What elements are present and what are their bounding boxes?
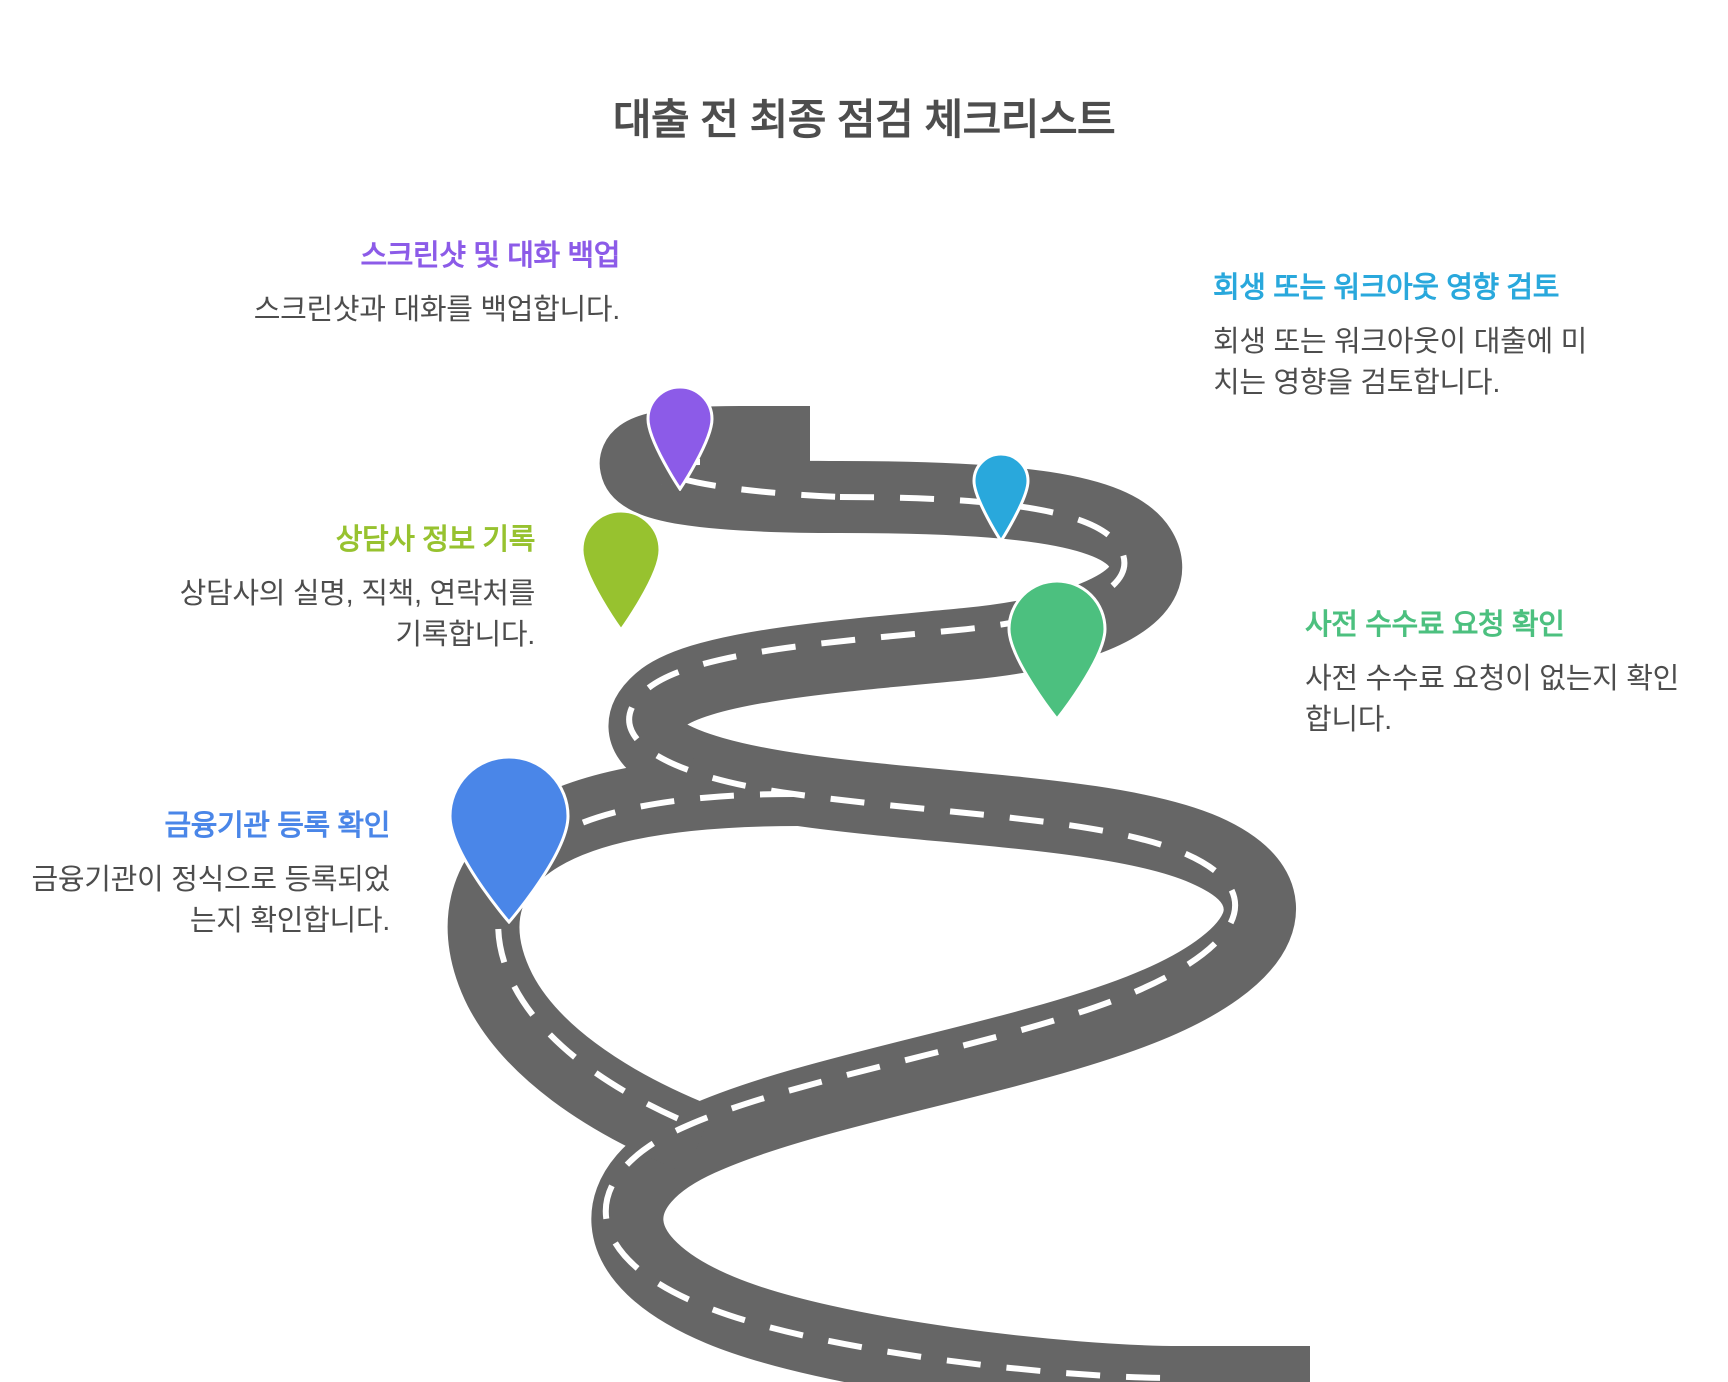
step-block-counselor-record: 상담사 정보 기록 상담사의 실명, 직책, 연락처를 기록합니다.: [155, 522, 536, 656]
pin-green-emerald-shape: [1007, 579, 1107, 721]
pin-purple[interactable]: [644, 379, 716, 491]
step-block-institution-registration: 금융기관 등록 확인 금융기관이 정식으로 등록되었는지 확인합니다.: [10, 808, 391, 942]
step-body-counselor-record: 상담사의 실명, 직책, 연락처를 기록합니다.: [179, 577, 536, 651]
pin-green-olive-shape: [580, 509, 662, 632]
pin-cyan-shape: [972, 452, 1030, 543]
road-center-dash-main: [602, 494, 1239, 1381]
step-block-rehabilitation-review: 회생 또는 워크아웃 영향 검토 회생 또는 워크아웃이 대출에 미치는 영향을…: [1213, 270, 1588, 404]
pin-cyan[interactable]: [971, 447, 1031, 543]
step-heading-upfront-fee-check: 사전 수수료 요청 확인: [1305, 609, 1565, 641]
road-surface-lower-left: [447, 754, 801, 1174]
pin-blue-shape: [448, 755, 570, 924]
step-block-upfront-fee-check: 사전 수수료 요청 확인 사전 수수료 요청이 없는지 확인합니다.: [1305, 607, 1685, 741]
step-body-rehabilitation-review: 회생 또는 워크아웃이 대출에 미치는 영향을 검토합니다.: [1213, 325, 1587, 399]
pin-green-emerald[interactable]: [1005, 575, 1109, 721]
step-heading-screenshot-backup: 스크린샷 및 대화 백업: [360, 240, 621, 272]
step-heading-institution-registration: 금융기관 등록 확인: [164, 810, 390, 842]
step-body-screenshot-backup: 스크린샷과 대화를 백업합니다.: [253, 293, 621, 326]
step-block-screenshot-backup: 스크린샷 및 대화 백업 스크린샷과 대화를 백업합니다.: [190, 238, 621, 331]
step-heading-counselor-record: 상담사 정보 기록: [335, 524, 536, 556]
step-heading-rehabilitation-review: 회생 또는 워크아웃 영향 검토: [1213, 272, 1559, 304]
pin-blue[interactable]: [446, 752, 572, 924]
step-body-institution-registration: 금융기관이 정식으로 등록되었는지 확인합니다.: [31, 863, 391, 937]
page-title: 대출 전 최종 점검 체크리스트: [612, 96, 1116, 143]
pin-green-olive[interactable]: [578, 504, 664, 632]
pin-purple-shape: [646, 385, 714, 491]
step-body-upfront-fee-check: 사전 수수료 요청이 없는지 확인합니다.: [1305, 662, 1679, 736]
